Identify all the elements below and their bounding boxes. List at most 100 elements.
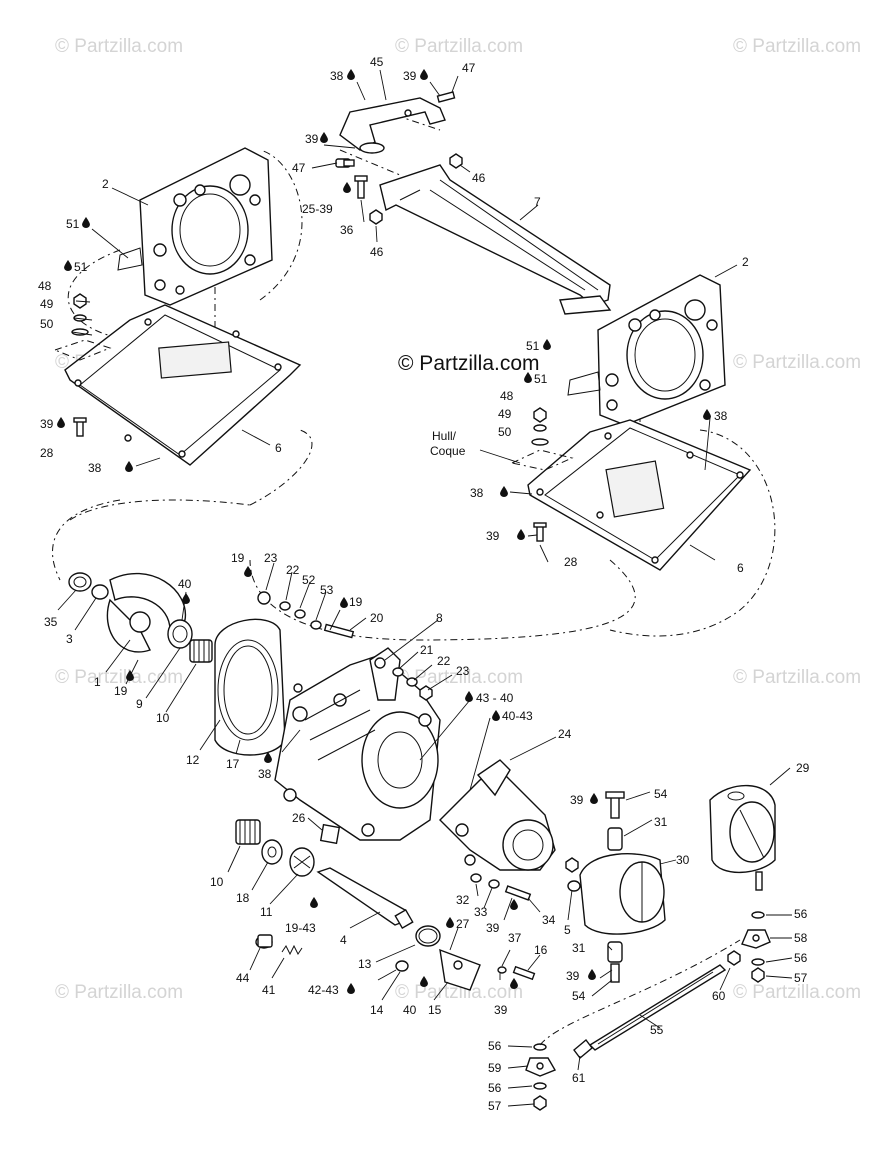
callout: 9 [136,697,143,711]
hull-label: Hull/ [432,429,457,443]
spring-41-bolt-44 [255,934,303,956]
callout: 38 [88,461,102,475]
callout: 39 [570,793,584,807]
shaft-4 [316,867,414,930]
callout: 33 [474,905,488,919]
callout: 7 [534,195,541,209]
callout: 22 [286,563,300,577]
watermark: © Partzilla.com [55,36,183,57]
callout: 29 [796,761,810,775]
callout: 21 [420,643,434,657]
ride-plate-6-left [64,304,302,466]
oil-drop-icon [320,132,328,143]
callout: 24 [558,727,572,741]
callout: 37 [508,931,522,945]
callout: 38 [258,767,272,781]
cover-35-3 [68,572,109,600]
callout: 50 [498,425,512,439]
hardware-left [53,293,112,437]
callout: 36 [340,223,354,237]
callout: 56 [488,1039,502,1053]
callout: 10 [210,875,224,889]
callout: 47 [462,61,476,75]
steering-linkage [525,911,771,1111]
callout: 51 [66,217,80,231]
callout: 44 [236,971,250,985]
callout: 56 [794,907,808,921]
ride-plate-6-right [527,419,752,571]
callout: 31 [572,941,586,955]
brand-label: © Partzilla.com [398,352,540,375]
oil-drop-icon [500,486,508,497]
callout: 55 [650,1023,664,1037]
adaptor-2-right [567,274,726,426]
callout: 2 [742,255,749,269]
callout: 56 [794,951,808,965]
plug-26 [319,823,341,845]
callout: 39 [486,921,500,935]
callout: 60 [712,989,726,1003]
callout: 31 [654,815,668,829]
callout: 27 [456,917,470,931]
oil-drop-icon [310,897,318,908]
callout: 49 [498,407,512,421]
watermark: © Partzilla.com [55,667,183,688]
cap-15-hardware [395,925,536,991]
ring-40-bearing-9 [167,619,213,663]
callout: 46 [370,245,384,259]
callout: 39 [305,132,319,146]
callout: 51 [534,372,548,386]
callout: 57 [794,971,808,985]
callout: 17 [226,757,240,771]
callout: 41 [262,983,276,997]
oil-drop-icon [57,417,65,428]
watermark: © Partzilla.com [733,982,861,1003]
callout: 26 [292,811,306,825]
oil-drop-icon [446,917,454,928]
oil-drop-icon [340,597,348,608]
callout: 39 [486,529,500,543]
callout: 25-39 [302,202,333,216]
callout: 16 [534,943,548,957]
callout: 4 [340,933,347,947]
coque-label: Coque [430,444,466,458]
oil-drop-icon [347,983,355,994]
watermark: © Partzilla.com [733,352,861,373]
nut-46 [369,153,463,225]
oil-drop-icon [492,710,500,721]
callout: 39 [494,1003,508,1017]
callout: 39 [403,69,417,83]
callout: 11 [260,905,273,919]
watermark: © Partzilla.com [395,982,523,1003]
oil-drop-icon [343,182,351,193]
bolt-47-upper [436,91,456,103]
oil-drop-icon [543,339,551,350]
callouts: 45 38 39 47 39 47 46 25-39 36 46 7 2 51 … [38,55,810,1113]
callout: 50 [40,317,54,331]
oil-drop-icon [244,566,252,577]
callout: 48 [500,389,514,403]
callout: 6 [737,561,744,575]
oil-drop-icon [588,969,596,980]
callout: 38 [330,69,344,83]
callout: 10 [156,711,170,725]
callout: 42-43 [308,983,339,997]
callout: 40-43 [502,709,533,723]
watermark: © Partzilla.com [55,982,183,1003]
wear-ring-12 [214,618,286,756]
callout: 54 [654,787,668,801]
screw-36 [354,175,368,199]
callout: 30 [676,853,690,867]
callout: 23 [264,551,278,565]
callout: 48 [38,279,52,293]
callout: 57 [488,1099,502,1113]
callout: 38 [470,486,484,500]
oil-drop-icon [125,461,133,472]
oil-drop-icon [182,593,190,604]
oil-drop-icon [347,69,355,80]
callout: 18 [236,891,250,905]
impeller-1 [106,572,187,653]
callout: 58 [794,931,808,945]
assembly-outline [52,149,776,641]
